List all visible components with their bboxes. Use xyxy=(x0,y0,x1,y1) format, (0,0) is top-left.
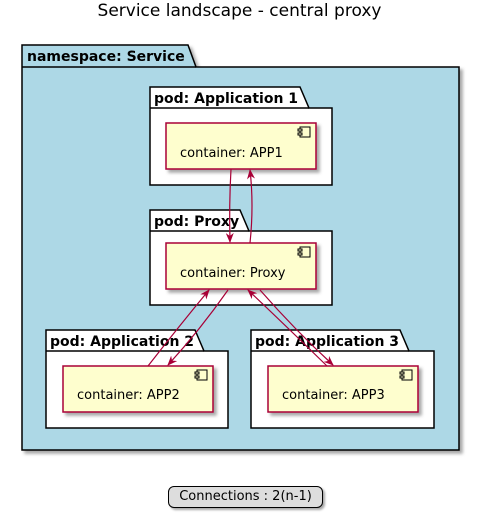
pod-proxy-label: pod: Proxy xyxy=(154,214,239,230)
component-icon xyxy=(194,369,208,381)
container-proxy[interactable]: container: Proxy xyxy=(165,242,317,290)
arrow-app3-to-proxy xyxy=(247,289,328,367)
component-icon xyxy=(297,126,311,138)
arrow-proxy-to-app3 xyxy=(259,289,334,366)
diagram-title: Service landscape - central proxy xyxy=(97,1,382,21)
arrow-app1-to-proxy xyxy=(225,168,234,243)
container-app1[interactable]: container: APP1 xyxy=(165,122,317,170)
container-proxy-label: container: Proxy xyxy=(180,266,286,281)
component-icon xyxy=(399,369,413,381)
container-app2[interactable]: container: APP2 xyxy=(62,365,214,413)
arrow-proxy-to-app1 xyxy=(247,169,255,244)
pod-application-3-label: pod: Application 3 xyxy=(255,334,399,350)
arrow-proxy-to-app2 xyxy=(167,289,229,366)
container-app3[interactable]: container: APP3 xyxy=(267,365,419,413)
pod-application-2-label: pod: Application 2 xyxy=(50,334,194,350)
container-app2-label: container: APP2 xyxy=(77,388,180,403)
container-app1-label: container: APP1 xyxy=(180,146,283,161)
legend-note: Connections : 2(n-1) xyxy=(168,486,323,508)
container-app3-label: container: APP3 xyxy=(282,388,385,403)
component-icon xyxy=(297,246,311,258)
namespace-label: namespace: Service xyxy=(27,49,185,65)
arrow-app2-to-proxy xyxy=(147,289,210,367)
pod-application-1-label: pod: Application 1 xyxy=(154,91,298,107)
